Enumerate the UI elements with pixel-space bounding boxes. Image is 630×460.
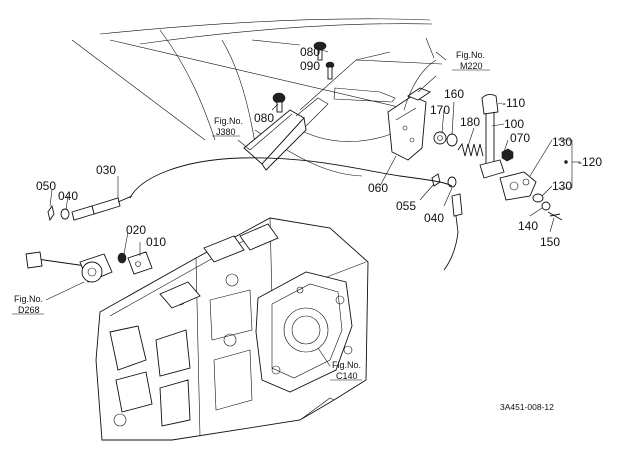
- collar-160: [446, 133, 458, 147]
- fig-ref-m220-line2: M220: [460, 61, 483, 71]
- callout-030: 030: [96, 163, 116, 177]
- callout-040-left: 040: [58, 189, 78, 203]
- callout-090: 090: [300, 59, 320, 73]
- clip-055: [431, 173, 441, 187]
- washer-040-right: [447, 176, 457, 188]
- fig-ref-j380-line1: Fig.No.: [214, 116, 243, 126]
- transmission-case: [95, 217, 369, 441]
- fig-ref-c140-line2: C140: [336, 371, 358, 381]
- callout-010: 010: [146, 235, 166, 249]
- shift-lever-d268: [25, 251, 113, 283]
- washer-040-left: [60, 208, 70, 220]
- support-bracket-j380: [243, 97, 329, 171]
- callout-130-upper: 130: [552, 135, 572, 149]
- washer-170: [433, 131, 447, 145]
- bracket-060: [387, 87, 431, 161]
- callout-180: 180: [460, 115, 480, 129]
- shift-cable-030: [71, 157, 459, 271]
- callout-labels: 080 090 080 060 055 040 170 160 180 -110…: [36, 45, 602, 249]
- fig-ref-d268-line2: D268: [18, 305, 40, 315]
- figure-references: Fig.No. M220 Fig.No. J380 Fig.No. D268 F…: [12, 50, 490, 381]
- knob-110: [481, 93, 499, 115]
- pin-150: [547, 211, 563, 221]
- callout-170: 170: [430, 103, 450, 117]
- callout-080-lower: 080: [254, 111, 274, 125]
- fig-ref-j380-line2: J380: [216, 127, 236, 137]
- bolt-080-lower: [272, 92, 286, 113]
- callout-040-right: 040: [424, 211, 444, 225]
- clip-050: [47, 204, 55, 222]
- callout-110: -110: [502, 96, 525, 110]
- callout-160: 160: [444, 87, 464, 101]
- callout-080-upper: 080: [300, 45, 320, 59]
- fig-ref-m220-line1: Fig.No.: [456, 50, 485, 60]
- callout-060: 060: [368, 181, 388, 195]
- fig-ref-d268-line1: Fig.No.: [14, 294, 43, 304]
- bolt-080-upper: [313, 41, 327, 61]
- bolt-090: [325, 61, 335, 80]
- callout-120: -120: [578, 155, 602, 169]
- lever-100: [479, 111, 505, 179]
- cable-end-assembly-120: [499, 171, 551, 211]
- bolt-020: [117, 252, 127, 264]
- callout-100: 100: [504, 117, 524, 131]
- fig-ref-c140-line1: Fig.No.: [332, 360, 361, 370]
- callout-055: 055: [396, 199, 416, 213]
- leader-lines: [45, 49, 580, 367]
- drawing-code: 3A451-008-12: [500, 402, 554, 412]
- callout-070: 070: [510, 131, 530, 145]
- nut-070: [501, 148, 514, 162]
- spring-180: [457, 142, 484, 157]
- fender-outline: [71, 18, 447, 177]
- cable-joint: [451, 193, 463, 233]
- callout-140: 140: [518, 219, 538, 233]
- callout-020: 020: [126, 223, 146, 237]
- callout-130-lower: 130: [552, 179, 572, 193]
- callout-050: 050: [36, 179, 56, 193]
- callout-150: 150: [540, 235, 560, 249]
